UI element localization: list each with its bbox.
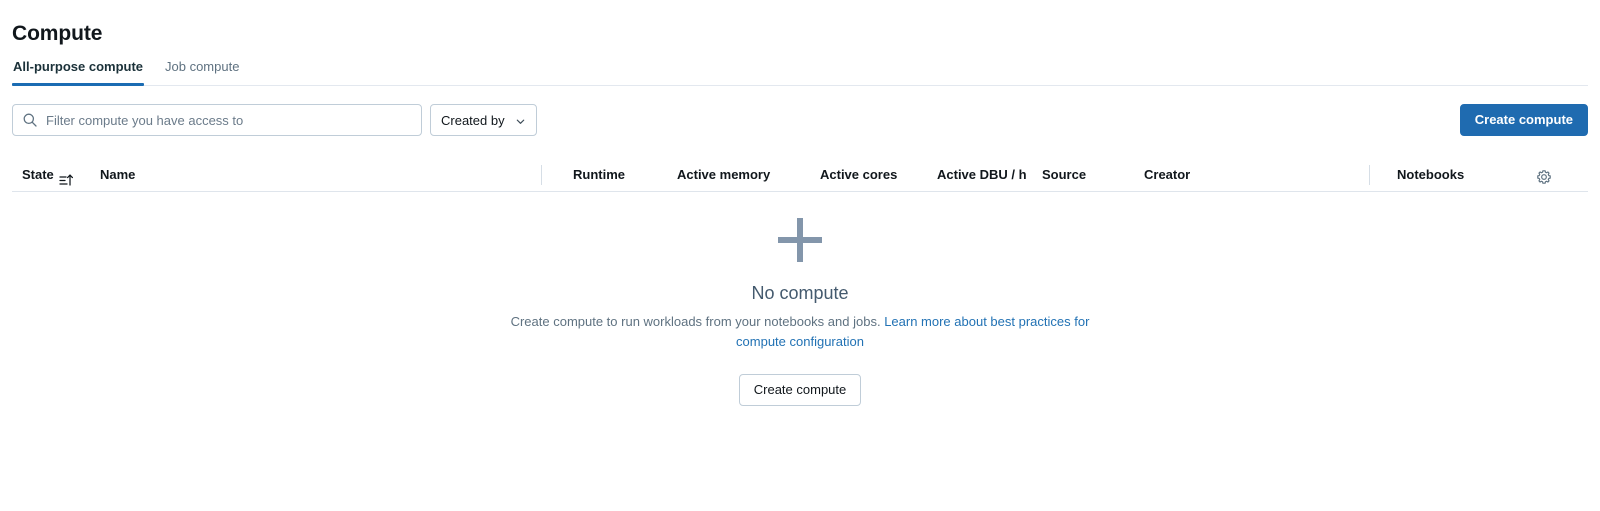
created-by-label: Created by — [441, 112, 505, 128]
created-by-dropdown[interactable]: Created by — [430, 104, 537, 136]
tab-bar: All-purpose compute Job compute — [0, 58, 1600, 86]
search-box[interactable] — [12, 104, 422, 136]
create-compute-button-empty-state[interactable]: Create compute — [738, 374, 862, 406]
search-icon — [22, 112, 38, 128]
column-header-creator[interactable]: Creator — [1144, 167, 1191, 182]
plus-icon — [774, 214, 826, 266]
tab-all-purpose-compute[interactable]: All-purpose compute — [12, 58, 145, 86]
column-header-label: State — [22, 167, 54, 182]
column-header-active-dbu[interactable]: Active DBU / h — [937, 167, 1027, 182]
gear-icon[interactable] — [1535, 167, 1555, 187]
column-header-state[interactable]: State — [22, 160, 73, 190]
tab-label: Job compute — [165, 59, 240, 74]
empty-state-description: Create compute to run workloads from you… — [500, 312, 1100, 352]
table-header-row: State Name Runtime Active memory Active … — [0, 160, 1600, 192]
column-header-name[interactable]: Name — [100, 167, 136, 182]
create-compute-button[interactable]: Create compute — [1459, 104, 1588, 136]
toolbar: Created by Create compute — [0, 104, 1600, 136]
column-group-divider — [1369, 165, 1370, 185]
column-header-active-memory[interactable]: Active memory — [677, 167, 771, 182]
sort-ascending-icon — [59, 168, 73, 186]
column-group-divider — [541, 165, 542, 185]
column-header-source[interactable]: Source — [1042, 167, 1087, 182]
tab-job-compute[interactable]: Job compute — [164, 58, 240, 86]
tab-label: All-purpose compute — [13, 59, 144, 74]
column-header-runtime[interactable]: Runtime — [573, 167, 625, 182]
search-input[interactable] — [46, 112, 412, 128]
table-header-divider — [12, 191, 1588, 192]
column-header-active-cores[interactable]: Active cores — [820, 167, 898, 182]
empty-state-title: No compute — [751, 283, 849, 303]
learn-more-link[interactable]: Learn more about best practices for comp… — [736, 314, 1090, 349]
empty-state: No compute Create compute to run workloa… — [0, 214, 1600, 406]
chevron-down-icon — [515, 115, 526, 126]
column-header-notebooks[interactable]: Notebooks — [1397, 167, 1465, 182]
empty-state-description-text: Create compute to run workloads from you… — [510, 314, 881, 329]
tab-bar-divider — [12, 85, 1588, 86]
page-title: Compute — [12, 22, 103, 46]
